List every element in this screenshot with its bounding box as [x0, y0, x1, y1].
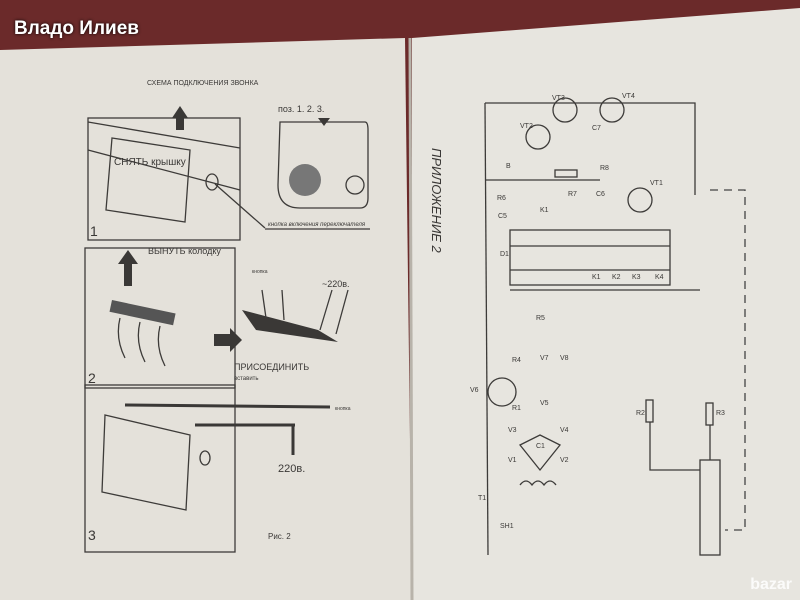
label-c1: C1 — [536, 443, 545, 450]
transistor-vt2 — [525, 124, 551, 150]
label-v7: V7 — [540, 355, 549, 362]
step2-label: ВЫНУТЬ колодку — [148, 246, 221, 256]
label-k4: K4 — [655, 274, 664, 281]
label-v3: V3 — [508, 427, 517, 434]
label-r7: R7 — [568, 191, 577, 198]
transistor-v6 — [487, 377, 517, 407]
step2-insert: вставить — [234, 376, 259, 382]
transistor-vt1 — [627, 187, 653, 213]
label-vt4: VT4 — [622, 93, 635, 100]
step1-number: 1 — [90, 223, 98, 239]
watermark: Владо Илиев — [14, 18, 139, 39]
label-k1: K1 — [592, 274, 601, 281]
appendix-title: ПРИЛОЖЕНИЕ 2 — [429, 148, 444, 254]
step2-panel — [84, 247, 349, 389]
step2-number: 2 — [88, 370, 96, 386]
step1-callout: кнопка включения переключателя — [268, 222, 366, 228]
label-r8: R8 — [600, 165, 609, 172]
label-v8: V8 — [560, 355, 569, 362]
label-t1: T1 — [478, 495, 486, 502]
label-b: B — [506, 163, 511, 170]
label-k3: K3 — [632, 274, 641, 281]
step2-connect: ПРИСОЕДИНИТЬ — [234, 362, 309, 372]
label-r1: R1 — [512, 405, 521, 412]
arrow-right-icon — [214, 328, 242, 352]
transistor-vt4 — [599, 97, 625, 123]
step3-number: 3 — [88, 527, 96, 543]
step1-panel — [87, 106, 370, 241]
step2-voltage: ~220в. — [322, 279, 350, 289]
spine — [408, 37, 414, 600]
page-title: СХЕМА ПОДКЛЮЧЕНИЯ ЗВОНКА — [147, 80, 259, 87]
label-c5: C5 — [498, 213, 507, 220]
label-vt3: VT3 — [552, 95, 565, 102]
step1-label: СНЯТЬ крышку — [114, 157, 186, 168]
label-r3: R3 — [716, 410, 725, 417]
label-vt1: VT1 — [650, 180, 663, 187]
arrow-up-icon — [172, 106, 188, 118]
arrow-up-icon — [118, 250, 138, 264]
diode-bridge — [518, 434, 562, 472]
step3-panel — [84, 384, 331, 553]
label-v4: V4 — [560, 427, 569, 434]
position-diagram — [277, 118, 369, 209]
step3-button-label: кнопка — [335, 406, 351, 412]
label-r4: R4 — [512, 357, 521, 364]
label-c6: C6 — [596, 191, 605, 198]
step2-button-label: кнопка — [252, 269, 268, 275]
label-v1: V1 — [508, 457, 517, 464]
ic-d1 — [509, 229, 671, 286]
transistor-vt3 — [552, 97, 578, 123]
label-k2: K2 — [612, 274, 621, 281]
label-sh1: SH1 — [500, 523, 514, 530]
site-logo: bazar — [750, 576, 792, 593]
label-c7: C7 — [592, 125, 601, 132]
label-r5: R5 — [536, 315, 545, 322]
step3-voltage: 220в. — [278, 463, 305, 475]
label-d1: D1 — [500, 251, 509, 258]
transformer-t1 — [519, 480, 557, 487]
label-v6: V6 — [470, 387, 479, 394]
position-label: поз. 1. 2. 3. — [278, 104, 324, 114]
label-k1-top: K1 — [540, 207, 549, 214]
hatched-circle — [289, 164, 321, 196]
label-v2: V2 — [560, 457, 569, 464]
right-page — [412, 8, 800, 600]
circuit-schematic — [484, 97, 746, 556]
label-v5: V5 — [540, 400, 549, 407]
label-vt2: VT2 — [520, 123, 533, 130]
figure-caption: Рис. 2 — [268, 532, 291, 541]
label-r2: R2 — [636, 410, 645, 417]
label-r6: R6 — [497, 195, 506, 202]
